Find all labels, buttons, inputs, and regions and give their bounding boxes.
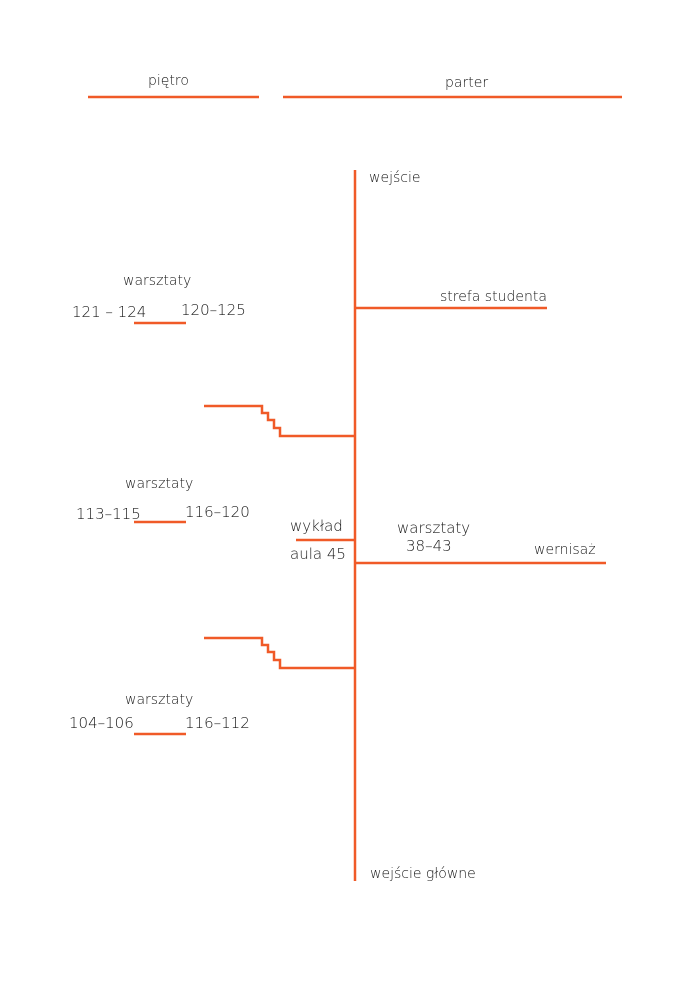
- lecture-room-label: aula 45: [290, 545, 346, 563]
- upper-top-right-rooms: 120–125: [181, 301, 246, 319]
- student-zone-label: strefa studenta: [440, 289, 547, 305]
- upper-middle-left-rooms: 113–115: [76, 505, 141, 523]
- main-entrance-label: wejście główne: [370, 866, 476, 882]
- staircase-lower: [204, 636, 355, 670]
- upper-middle-workshops-label: warsztaty: [125, 476, 194, 492]
- upper-top-workshops-label: warsztaty: [123, 273, 192, 289]
- ground-workshops-rooms: 38–43: [406, 537, 452, 555]
- vernissage-label: wernisaż: [534, 542, 596, 558]
- header-floor-label: piętro: [148, 73, 189, 89]
- line-group: [88, 95, 622, 881]
- upper-bottom-right-rooms: 116–112: [185, 714, 250, 732]
- entrance-label: wejście: [369, 170, 421, 186]
- staircase-upper: [204, 404, 355, 438]
- ground-workshops-label: warsztaty: [397, 519, 471, 537]
- header-ground-label: parter: [445, 75, 489, 91]
- upper-top-left-rooms: 121 – 124: [72, 303, 147, 321]
- upper-bottom-workshops-label: warsztaty: [125, 692, 194, 708]
- upper-middle-right-rooms: 116–120: [185, 503, 250, 521]
- lecture-label: wykład: [290, 517, 343, 535]
- upper-bottom-left-rooms: 104–106: [69, 714, 134, 732]
